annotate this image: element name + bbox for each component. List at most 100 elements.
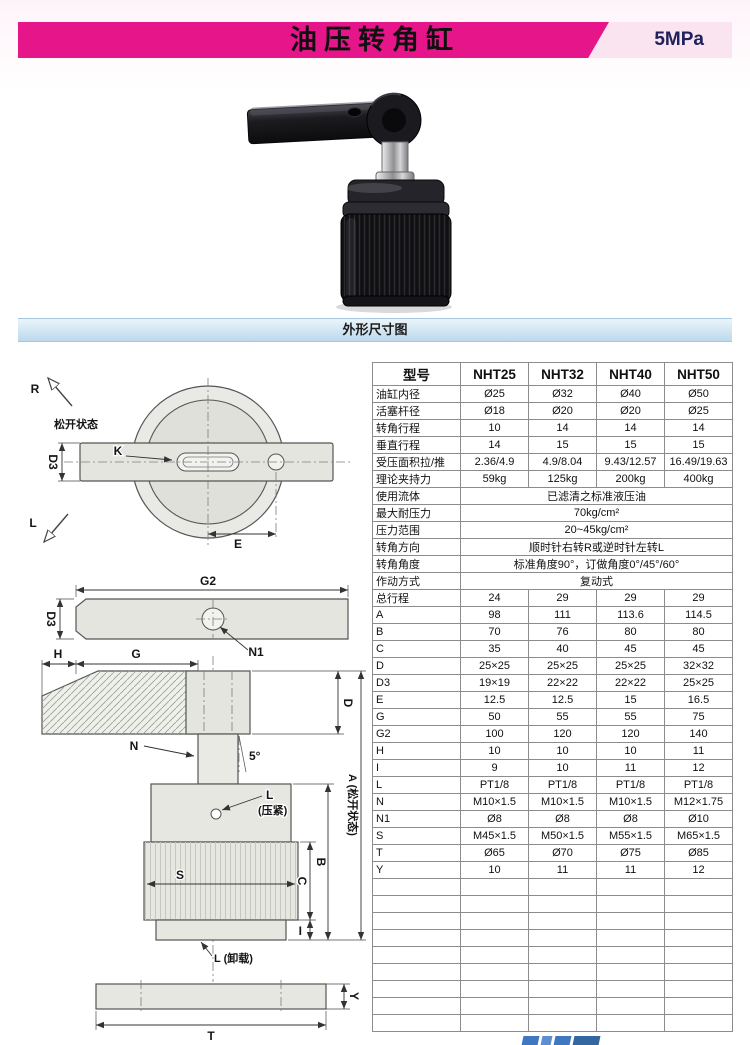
row-value: 10 [596, 742, 665, 760]
row-value: 14 [460, 436, 529, 454]
row-label: S [372, 827, 461, 845]
row-value: 40 [528, 640, 597, 658]
row-value: 125kg [528, 470, 597, 488]
dim-label-d3-top: D3 [46, 454, 60, 470]
row-value: PT1/8 [664, 776, 733, 794]
row-label: N [372, 793, 461, 811]
row-value: M10×1.5 [596, 793, 665, 811]
row-value: 19×19 [460, 674, 529, 692]
row-value: 35 [460, 640, 529, 658]
row-value: 120 [596, 725, 665, 743]
row-value [664, 997, 733, 1015]
table-row: 使用流体已滤清之标准液压油 [372, 487, 733, 505]
row-value [596, 912, 665, 930]
row-value: M55×1.5 [596, 827, 665, 845]
base-plate-view: Y T [95, 980, 362, 1044]
dim-label-b: B [314, 858, 328, 867]
row-label [372, 895, 461, 913]
row-value: 45 [596, 640, 665, 658]
row-value: 25×25 [460, 657, 529, 675]
row-value: 98 [460, 606, 529, 624]
row-label: 受压面积拉/推 [372, 453, 461, 471]
row-value [664, 946, 733, 964]
row-value: M10×1.5 [460, 793, 529, 811]
row-value: 59kg [460, 470, 529, 488]
row-value [460, 980, 529, 998]
row-value [460, 912, 529, 930]
row-span-value: 复动式 [460, 572, 733, 590]
row-value [664, 929, 733, 947]
dim-label-l: L [29, 516, 36, 530]
row-value: Ø70 [528, 844, 597, 862]
row-span-value: 顺时针右转R或逆时针左转L [460, 538, 733, 556]
dim-label-t: T [207, 1029, 215, 1043]
row-label: 总行程 [372, 589, 461, 607]
row-value: 22×22 [596, 674, 665, 692]
row-value [460, 997, 529, 1015]
row-value: 11 [596, 759, 665, 777]
top-view: K R 松开状态 D3 L E [28, 378, 352, 552]
row-value: 400kg [664, 470, 733, 488]
dim-label-d: D [341, 699, 355, 708]
row-value: 12.5 [460, 691, 529, 709]
row-value: 29 [596, 589, 665, 607]
row-value: 120 [528, 725, 597, 743]
table-row [372, 946, 733, 964]
row-value [528, 997, 597, 1015]
row-value: Ø10 [664, 810, 733, 828]
row-value: Ø65 [460, 844, 529, 862]
row-value [596, 878, 665, 896]
row-value: 50 [460, 708, 529, 726]
row-value: 14 [596, 419, 665, 437]
row-value: 10 [460, 861, 529, 879]
row-label: D3 [372, 674, 461, 692]
row-label: 转角方向 [372, 538, 461, 556]
row-label [372, 946, 461, 964]
row-value: M65×1.5 [664, 827, 733, 845]
dim-label-d3-mid: D3 [44, 611, 58, 627]
row-label: I [372, 759, 461, 777]
row-value: 200kg [596, 470, 665, 488]
page-title: 油压转角缸 [290, 25, 460, 55]
row-value: 10 [460, 419, 529, 437]
row-value: 9 [460, 759, 529, 777]
section-title-bar: 外形尺寸图 [18, 318, 732, 342]
row-value [528, 929, 597, 947]
row-value [460, 946, 529, 964]
partial-logo [520, 1036, 601, 1045]
table-row [372, 1014, 733, 1032]
row-value: Ø20 [596, 402, 665, 420]
row-value: Ø40 [596, 385, 665, 403]
table-row: 转角方向顺时针右转R或逆时针左转L [372, 538, 733, 556]
row-value: 11 [528, 861, 597, 879]
clamp-port-label-l: L [266, 788, 273, 802]
table-row [372, 929, 733, 947]
row-value [664, 878, 733, 896]
row-value [664, 980, 733, 998]
row-label: 油缸内径 [372, 385, 461, 403]
col-header-nht32: NHT32 [528, 362, 597, 386]
row-label: G [372, 708, 461, 726]
row-value: 2.36/4.9 [460, 453, 529, 471]
row-span-value: 70kg/cm² [460, 504, 733, 522]
row-value: 76 [528, 623, 597, 641]
row-value: Ø8 [528, 810, 597, 828]
dimension-drawing: K R 松开状态 D3 L E G2 [8, 344, 374, 1044]
row-value [528, 963, 597, 981]
row-value: 29 [528, 589, 597, 607]
row-label [372, 912, 461, 930]
row-value [528, 1014, 597, 1032]
